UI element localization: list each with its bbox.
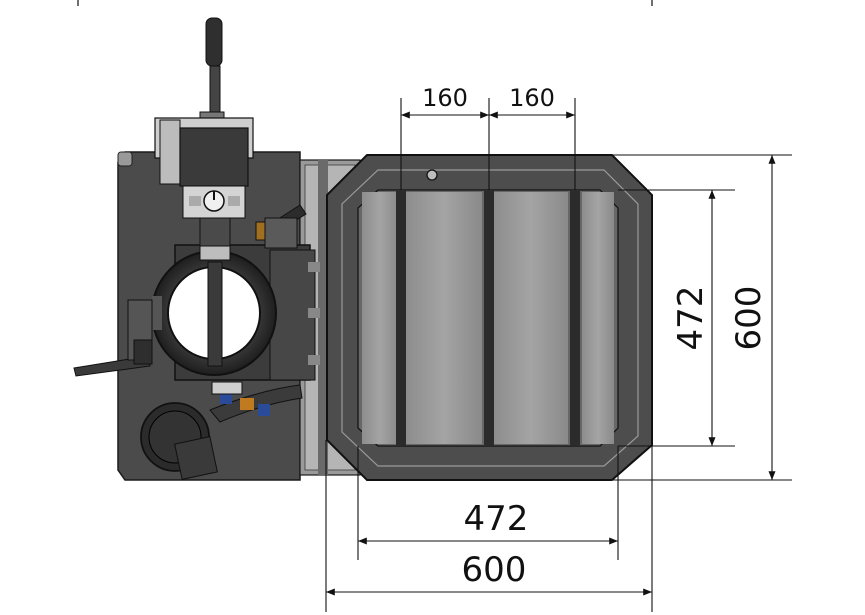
dim-table-inner-width: 472 [464,499,529,539]
motor-unit [140,402,218,480]
dim-table-outer-depth: 600 [729,286,769,351]
coolant-fittings [209,381,303,423]
dim-table-outer-width: 600 [462,550,527,590]
dim-slot-spacing-right: 160 [509,84,555,112]
dim-slot-spacing-left: 160 [422,84,468,112]
dimension-lines [325,98,792,612]
coolant-arm [255,204,307,249]
dim-table-inner-depth: 472 [671,286,711,351]
locking-lever [73,299,153,377]
work-table [326,154,653,481]
feed-handle [199,17,225,123]
spindle-ring [151,245,277,376]
gearbox [154,117,254,249]
